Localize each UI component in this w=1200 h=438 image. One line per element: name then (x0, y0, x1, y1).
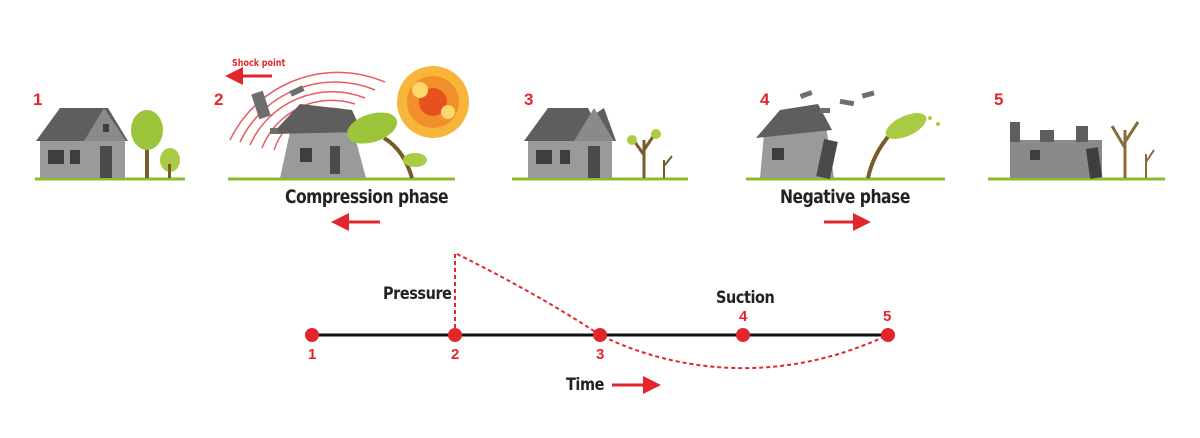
house-ruins (1010, 122, 1103, 179)
stage-number-1: 1 (33, 90, 43, 109)
explosion (397, 66, 469, 138)
negative-phase-label: Negative phase (780, 186, 910, 208)
house-damaged (524, 108, 616, 178)
timeline-number-3: 3 (596, 346, 605, 363)
house-impacted (251, 85, 366, 178)
tree-sparse (627, 129, 673, 178)
stage-number-3: 3 (524, 90, 534, 109)
time-label: Time (566, 375, 604, 395)
timeline-number-5: 5 (883, 308, 892, 325)
stage-number-2: 2 (214, 90, 224, 109)
timeline-point-2 (448, 328, 462, 342)
house-intact (36, 108, 128, 178)
tree-windblown (866, 113, 940, 179)
timeline-number-1: 1 (308, 346, 317, 363)
shock-point-label: Shock point (232, 58, 286, 69)
stage-number-4: 4 (760, 90, 770, 109)
suction-label: Suction (716, 288, 775, 308)
compression-phase-label: Compression phase (285, 186, 449, 208)
tree-healthy (131, 110, 180, 178)
timeline-point-4 (736, 328, 750, 342)
pressure-curve (454, 251, 889, 370)
house-collapsing (756, 90, 875, 180)
tree-bending (346, 112, 427, 179)
stage-number-5: 5 (994, 90, 1004, 109)
timeline-number-4: 4 (739, 308, 748, 325)
timeline-point-3 (593, 328, 607, 342)
pressure-label: Pressure (383, 284, 452, 304)
timeline-number-2: 2 (451, 346, 460, 363)
timeline-point-1 (305, 328, 319, 342)
timeline-points (305, 328, 895, 342)
tree-dead (1110, 121, 1155, 178)
timeline-point-5 (881, 328, 895, 342)
